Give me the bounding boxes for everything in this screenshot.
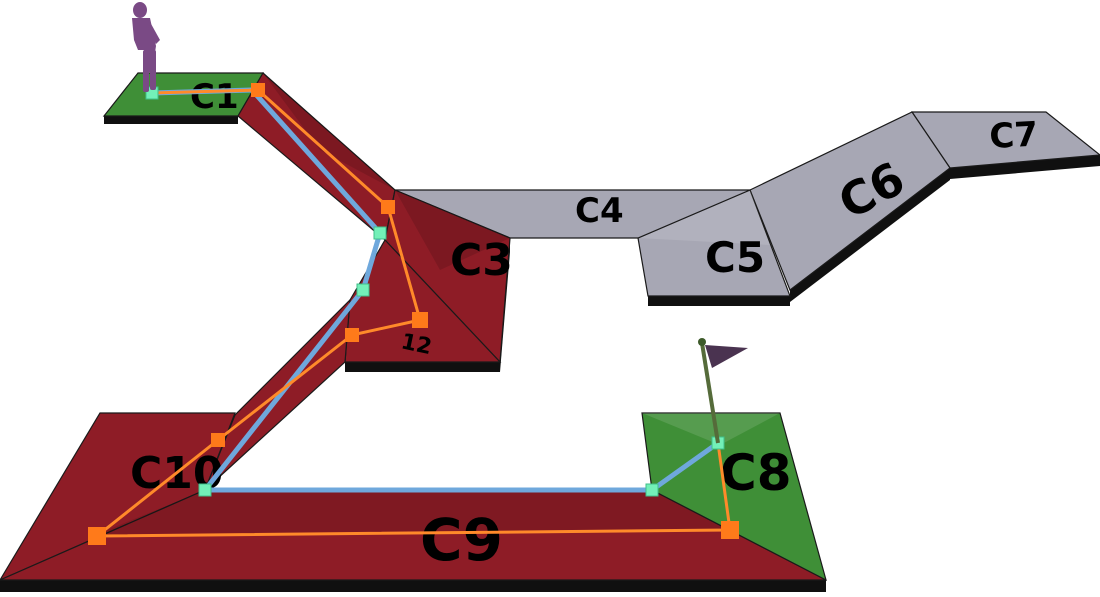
- orange-node: [721, 521, 739, 539]
- orange-node: [88, 527, 106, 545]
- orange-node: [345, 328, 359, 342]
- cell-C8-label: C8: [720, 444, 791, 502]
- cell-C12-label: 12: [399, 329, 434, 360]
- orange-node: [211, 433, 225, 447]
- cell-C4-label: C4: [575, 191, 624, 231]
- orange-node: [251, 83, 265, 97]
- orange-node: [381, 200, 395, 214]
- blue-node: [356, 283, 370, 297]
- cell-C5-label: C5: [705, 233, 765, 282]
- cell-C12: 12: [344, 239, 502, 372]
- flag-icon: [698, 338, 748, 444]
- cell-C9-label: C9: [420, 506, 503, 574]
- person-icon: [132, 2, 160, 92]
- blue-node: [645, 483, 659, 497]
- cell-C3-label: C3: [450, 235, 513, 286]
- blue-node: [198, 483, 212, 497]
- orange-node: [412, 312, 428, 328]
- cell-C5: C5: [637, 189, 791, 306]
- cell-C6-face: [749, 111, 951, 291]
- blue-node: [373, 226, 387, 240]
- path-blue-nodes: [145, 86, 725, 497]
- path-orange-nodes: [88, 83, 739, 545]
- cell-C8: C8: [641, 412, 827, 582]
- cell-C8-face: [641, 412, 827, 582]
- cell-C9: C9: [0, 489, 827, 592]
- cell-C7-label: C7: [988, 114, 1039, 156]
- cell-C7: C7: [910, 111, 1100, 179]
- cell-C1-label: C1: [190, 77, 239, 117]
- cell-C3: C3: [384, 189, 513, 372]
- cell-C6: C6: [749, 111, 951, 302]
